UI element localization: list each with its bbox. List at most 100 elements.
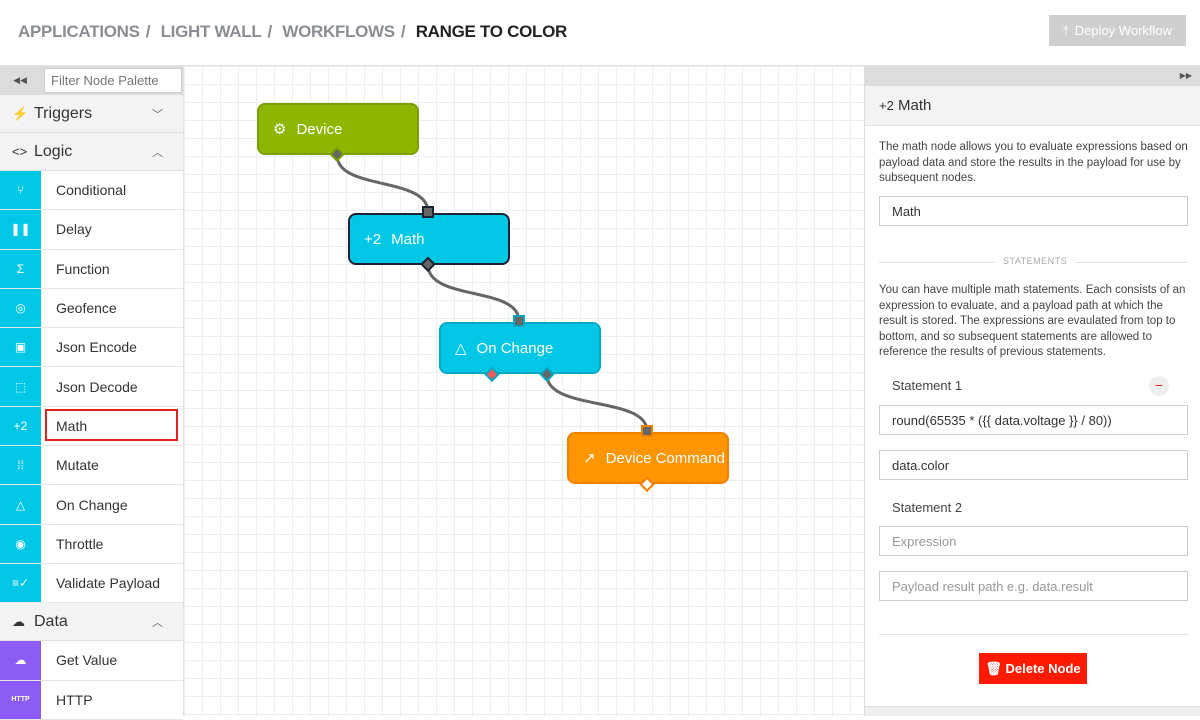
palette-item-label: Mutate [56, 457, 99, 474]
collapse-palette-button[interactable]: ◀◀ [13, 75, 27, 85]
statement-2-expression-input[interactable]: Expression [879, 526, 1188, 556]
validate-payload-icon: ≡✓ [0, 563, 41, 603]
node-label: Math [391, 230, 425, 248]
function-icon: Σ [0, 249, 41, 288]
delete-node-button[interactable]: 🗑 Delete Node [979, 653, 1087, 684]
selection-highlight [45, 408, 178, 441]
connection-device-math [335, 154, 430, 213]
chip-icon: ⚙ [273, 121, 287, 138]
statements-help: You can have multiple math statements. E… [879, 284, 1186, 359]
get-value-icon: ☁ [0, 641, 41, 680]
statements-heading: STATEMENTS [995, 256, 1076, 266]
palette-item-throttle[interactable]: ◉ Throttle [0, 524, 183, 564]
node-device[interactable]: ⚙ Device [257, 103, 419, 155]
chevron-up-icon: ︿ [152, 146, 163, 159]
header: Applications/ Light Wall/ Workflows/ Ran… [0, 0, 1200, 66]
cloud-download-icon: ☁ [12, 613, 25, 629]
deploy-workflow-button[interactable]: ⤒ Deploy Workflow [1049, 15, 1186, 46]
node-label: Device [296, 120, 343, 138]
palette-item-math[interactable]: +2 Math [0, 406, 183, 447]
palette-item-geofence[interactable]: ◎ Geofence [0, 288, 183, 329]
geofence-icon: ◎ [0, 288, 41, 328]
node-math[interactable]: +2 Math [348, 213, 510, 265]
node-label: Device Command [605, 449, 725, 467]
throttle-icon: ◉ [0, 524, 41, 563]
bolt-icon: ⚡ [12, 105, 29, 121]
json-encode-icon: ▣ [0, 328, 41, 367]
triangle-icon: △ [455, 340, 467, 357]
palette-item-validate-payload[interactable]: ≡✓ Validate Payload [0, 563, 183, 604]
json-decode-icon: ⬚ [0, 367, 41, 406]
node-label: On Change [476, 339, 554, 357]
conditional-icon: ⑂ [0, 171, 41, 210]
palette-item-label: Json Decode [56, 378, 138, 395]
palette-item-get-value[interactable]: ☁ Get Value [0, 641, 183, 681]
delay-icon: ❚❚ [0, 210, 41, 249]
palette-item-label: Function [56, 260, 110, 277]
node-palette: ◀◀ ⚡ Triggers ﹀ <> Logic ︿ ⑂ Conditional ❚❚ Del… [0, 66, 184, 720]
palette-item-json-encode[interactable]: ▣ Json Encode [0, 328, 183, 368]
connections [335, 154, 649, 432]
chevron-up-icon: ︿ [152, 616, 163, 629]
section-triggers[interactable]: ⚡ Triggers ﹀ [0, 95, 183, 133]
node-device-command[interactable]: ↗ Device Command [567, 432, 729, 484]
statement-1-label: Statement 1 [892, 378, 963, 393]
palette-item-label: Geofence [56, 300, 117, 317]
node-description: The math node allows you to evaluate exp… [879, 141, 1188, 185]
palette-item-label: Conditional [56, 182, 127, 199]
divider [879, 634, 1188, 635]
deploy-label: Deploy Workflow [1074, 23, 1173, 38]
math-icon: +2 [0, 406, 41, 446]
breadcrumb: Applications/ Light Wall/ Workflows/ Ran… [18, 22, 568, 41]
panel-header: +2 Math [865, 86, 1200, 126]
palette-item-label: On Change [56, 496, 128, 513]
section-label: Triggers [34, 104, 93, 122]
section-label: Logic [34, 142, 73, 160]
http-icon: HTTP [0, 680, 41, 719]
palette-item-conditional[interactable]: ⑂ Conditional [0, 171, 183, 211]
statement-1-expression-input[interactable]: round(65535 * ({{ data.voltage }} / 80)) [879, 405, 1188, 435]
breadcrumb-workflows[interactable]: Workflows [282, 22, 395, 41]
chevron-down-icon: ﹀ [152, 108, 163, 121]
palette-item-label: Math [56, 417, 88, 434]
mutate-icon: ⁞⁞ [0, 446, 41, 485]
palette-item-function[interactable]: Σ Function [0, 249, 183, 289]
palette-item-label: Get Value [56, 652, 118, 669]
on-change-icon: △ [0, 485, 41, 524]
palette-item-label: Throttle [56, 535, 104, 552]
connection-math-onchange [426, 264, 521, 322]
palette-item-mutate[interactable]: ⁞⁞ Mutate [0, 446, 183, 486]
statement-2-path-input[interactable]: Payload result path e.g. data.result [879, 571, 1188, 601]
panel-title: Math [898, 97, 932, 114]
delete-label: Delete Node [1005, 660, 1081, 676]
palette-item-json-decode[interactable]: ⬚ Json Decode [0, 367, 183, 407]
connection-onchange-devicecommand [545, 374, 649, 432]
palette-item-on-change[interactable]: △ On Change [0, 485, 183, 525]
arrow-icon: ↗ [583, 450, 596, 467]
math-icon: +2 [364, 230, 382, 248]
section-label: Data [34, 612, 68, 630]
palette-item-label: Validate Payload [56, 575, 161, 592]
remove-statement-button[interactable]: − [1149, 376, 1169, 396]
code-icon: <> [12, 144, 28, 159]
palette-item-delay[interactable]: ❚❚ Delay [0, 210, 183, 250]
panel-footer [865, 706, 1200, 716]
section-logic[interactable]: <> Logic ︿ [0, 133, 183, 171]
palette-item-label: Json Encode [56, 339, 137, 356]
upload-icon: ⤒ [1062, 22, 1069, 38]
section-data[interactable]: ☁ Data ︿ [0, 603, 183, 642]
math-icon: +2 [879, 98, 894, 113]
palette-item-label: Delay [56, 221, 92, 238]
node-properties-panel: ▶▶ +2 Math The math node allows you to e… [864, 66, 1200, 716]
collapse-panel-button[interactable]: ▶▶ [865, 66, 1200, 86]
workflow-canvas[interactable]: ⚙ Device +2 Math △ On Change ↗ Device Comman… [184, 66, 864, 716]
breadcrumb-light-wall[interactable]: Light Wall [160, 22, 262, 41]
statement-2-label: Statement 2 [892, 500, 963, 515]
statement-1-path-input[interactable]: data.color [879, 450, 1188, 480]
breadcrumb-applications[interactable]: Applications [18, 22, 140, 41]
filter-node-palette-input[interactable] [44, 68, 182, 93]
breadcrumb-current: Range to Color [415, 22, 568, 41]
node-name-input[interactable]: Math [879, 196, 1188, 226]
node-on-change[interactable]: △ On Change [439, 322, 601, 374]
